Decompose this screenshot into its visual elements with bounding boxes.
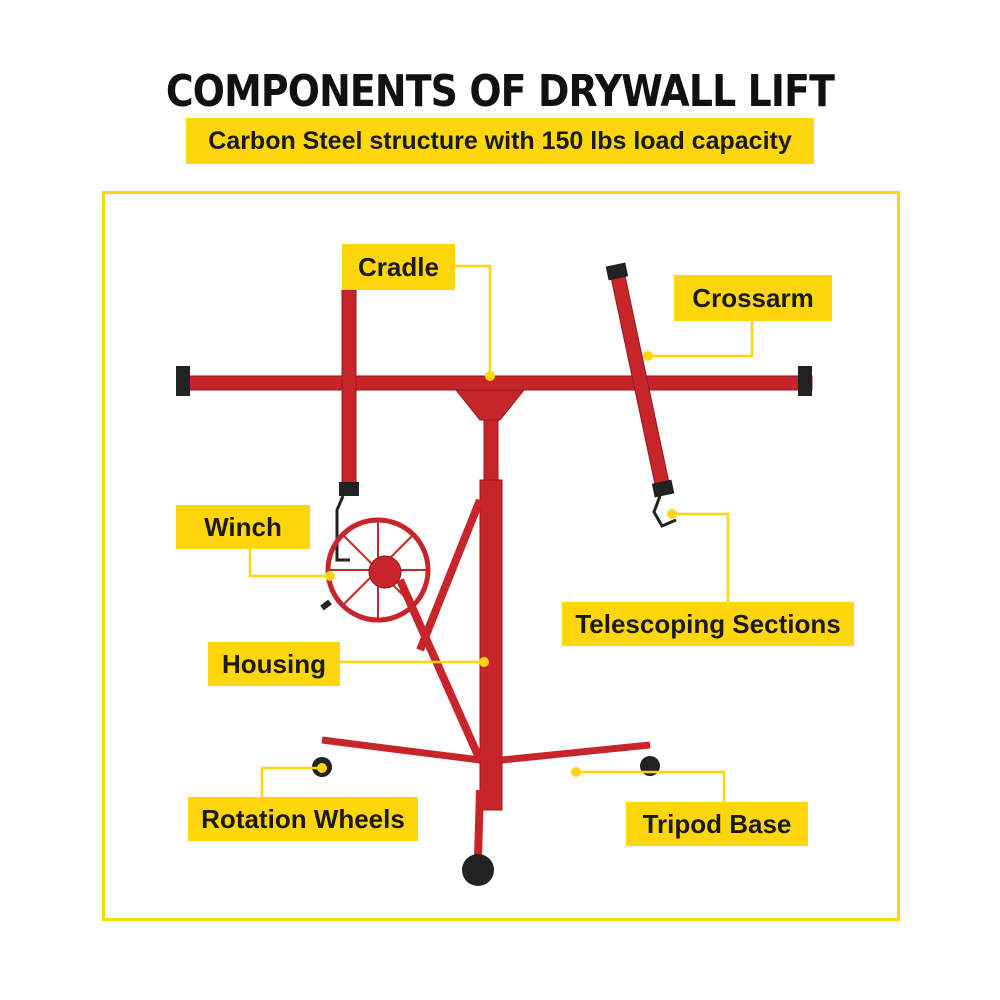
leader-crossarm [648,320,754,358]
leader-telescoping [672,512,730,602]
leader-wheels [260,766,322,797]
crossbar-end-cap-right [798,366,812,396]
crossarm-left-cap [339,482,359,496]
label-rotation-wheels: Rotation Wheels [188,797,418,841]
leader-dot-winch [325,571,335,581]
leader-dot-crossarm [643,351,653,361]
wheel-front [462,854,494,886]
crossarm-right-cap-bottom [651,479,675,498]
leader-dot-wheels [317,763,327,773]
support-strut [396,578,484,762]
subtitle-banner: Carbon Steel structure with 150 lbs load… [186,118,814,164]
leader-dot-housing [479,657,489,667]
tripod-leg-left [321,736,481,764]
label-housing: Housing [208,642,340,686]
label-winch: Winch [176,505,310,549]
label-tripod-base: Tripod Base [626,802,808,846]
diagram-frame [102,191,900,921]
label-telescoping: Telescoping Sections [562,602,854,646]
tripod-leg-front [474,789,484,859]
leader-dot-telescoping [667,509,677,519]
crossarm-right-cap [605,262,629,281]
page-title: COMPONENTS OF DRYWALL LIFT [165,66,835,117]
leader-tripod [576,770,726,802]
leader-dot-tripod [571,767,581,777]
cradle-mount [454,389,526,421]
crossarm-left-hook [335,495,350,562]
tripod-leg-right [501,741,651,764]
mast-upper [483,419,499,481]
winch-drum [368,555,402,589]
leader-dot-cradle [485,371,495,381]
crossarm-right-hook [652,495,677,528]
leader-cradle [445,264,492,376]
crossbar [179,375,813,391]
crossarm-left [341,289,357,491]
label-crossarm: Crossarm [674,275,832,321]
label-cradle: Cradle [342,244,455,290]
winch-handle [320,599,332,611]
crossbar-end-cap-left [176,366,190,396]
support-brace [416,498,484,652]
leader-winch [248,548,330,578]
mast-lower [479,479,503,811]
